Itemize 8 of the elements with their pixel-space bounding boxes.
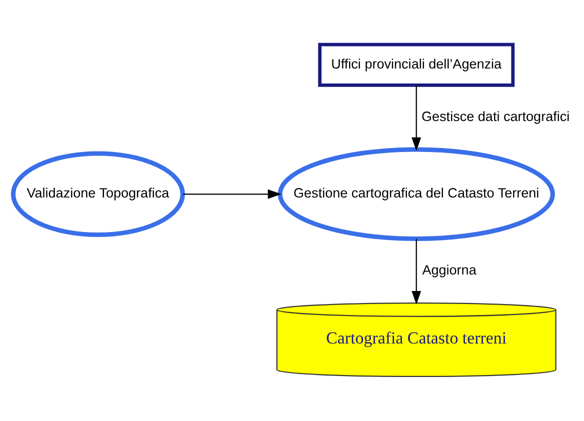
- edge-label: Gestisce dati cartografici: [421, 108, 570, 124]
- node-ellipse: Validazione Topografica: [10, 151, 185, 238]
- arrow: [183, 189, 282, 199]
- arrow: [412, 85, 422, 151]
- node-ellipse: Gestione cartografica del Catasto Terreni: [278, 147, 555, 241]
- arrow: [412, 239, 422, 305]
- node-box: Uffici provinciali dell’Agenzia: [318, 42, 515, 87]
- edge-label: Aggiorna: [422, 262, 476, 278]
